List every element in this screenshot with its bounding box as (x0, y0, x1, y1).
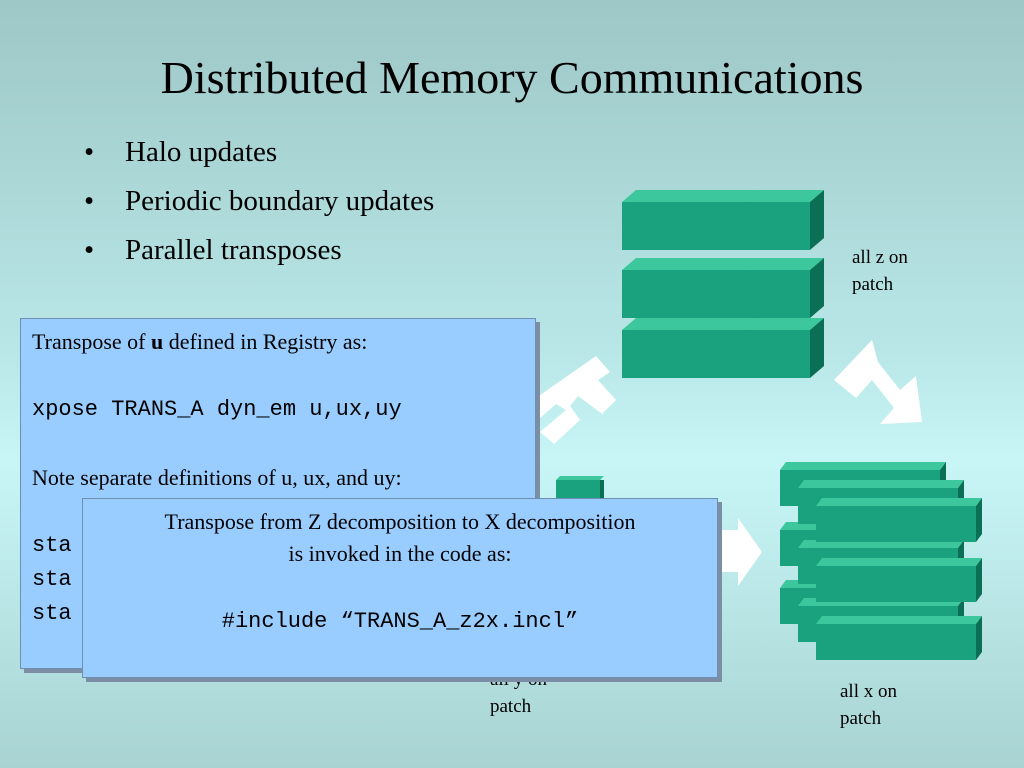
arrow-y-to-z (536, 356, 616, 444)
registry-note: Note separate definitions of u, ux, and … (32, 465, 402, 490)
transpose-line-1: Transpose from Z decomposition to X deco… (164, 509, 636, 534)
registry-code: xpose TRANS_A dyn_em u,ux,uy (32, 397, 402, 422)
state-line: sta (32, 533, 72, 558)
include-code: #include “TRANS_A_z2x.incl” (221, 609, 579, 634)
bullet-item: Periodic boundary updates (84, 177, 434, 226)
arrow-z-to-x (834, 340, 922, 424)
state-line: sta (32, 601, 72, 626)
x-patch-blocks (780, 462, 982, 660)
bullet-item: Parallel transposes (84, 226, 434, 275)
z-patch-blocks (622, 190, 824, 378)
transpose-callout-box: Transpose from Z decomposition to X deco… (82, 498, 718, 678)
slide-title: Distributed Memory Communications (160, 52, 864, 103)
z-patch-caption: all z on patch (852, 247, 908, 295)
transpose-line-2: is invoked in the code as: (288, 541, 512, 566)
bullet-item: Halo updates (84, 128, 434, 177)
state-line: sta (32, 567, 72, 592)
x-patch-caption: all x on patch (840, 681, 897, 729)
registry-intro: Transpose of u defined in Registry as: (32, 329, 368, 354)
arrow-y-to-x (716, 518, 762, 586)
y-patch-blocks (556, 476, 604, 500)
bullet-list: Halo updates Periodic boundary updates P… (84, 128, 434, 275)
